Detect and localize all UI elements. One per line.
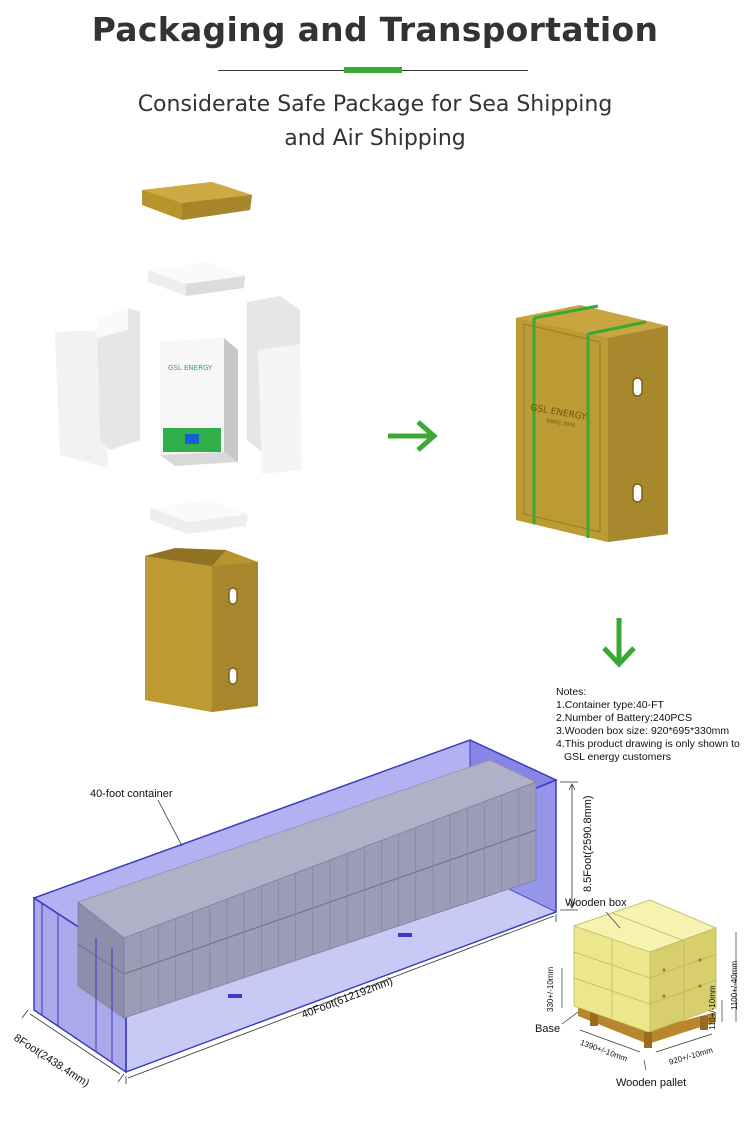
battery-unit: GSL ENERGY	[160, 338, 238, 466]
length-dimension	[125, 914, 557, 1084]
dim-1100-label: 1100+/-40mm	[730, 961, 739, 1010]
arrow-down-icon	[602, 618, 636, 668]
note-item: 1.Container type:40-FT	[556, 699, 664, 711]
note-item: 3.Wooden box size: 920*695*330mm	[556, 725, 730, 737]
dim-110-label: 110+/-10mm	[708, 985, 717, 1030]
note-item: 4.This product drawing is only shown to	[556, 738, 740, 750]
cardboard-box-closed: GSL ENERGY SINCE 2006	[516, 304, 668, 542]
container-height-label: 8.5Foot(2590.8mm)	[582, 795, 594, 892]
pallet-stack	[572, 899, 717, 1048]
foam-top	[148, 262, 245, 296]
cardboard-lid	[142, 182, 252, 220]
wooden-pallet-label: Wooden pallet	[616, 1077, 687, 1089]
wooden-box-label: Wooden box	[565, 897, 627, 909]
dim-330-label: 330+/-10mm	[546, 966, 555, 1012]
subtitle-line-2: and Air Shipping	[284, 126, 466, 151]
arrow-right-icon	[388, 420, 438, 452]
foam-left	[55, 308, 140, 468]
foam-right	[247, 296, 302, 474]
foam-bottom	[150, 500, 248, 534]
height-dimension	[560, 781, 578, 911]
shipping-container	[32, 739, 558, 1074]
container-leader-line	[157, 799, 183, 847]
page-subtitle: Considerate Safe Package for Sea Shippin…	[0, 88, 750, 156]
notes-heading: Notes:	[556, 686, 587, 698]
notes-block: Notes: 1.Container type:40-FT 2.Number o…	[556, 686, 740, 764]
box-brand-since: SINCE 2006	[546, 418, 576, 429]
base-label: Base	[535, 1023, 561, 1035]
page-title: Packaging and Transportation	[91, 10, 659, 49]
subtitle-line-1: Considerate Safe Package for Sea Shippin…	[137, 92, 613, 117]
cardboard-box-open	[145, 548, 258, 712]
note-item: GSL energy customers	[564, 751, 671, 763]
pallet-dimensions	[561, 911, 737, 1071]
battery-brand: GSL ENERGY	[168, 364, 213, 372]
width-dimension	[21, 1009, 125, 1083]
note-item: 2.Number of Battery:240PCS	[556, 712, 692, 724]
title-divider-accent	[344, 67, 402, 73]
container-label: 40-foot container	[90, 788, 173, 800]
